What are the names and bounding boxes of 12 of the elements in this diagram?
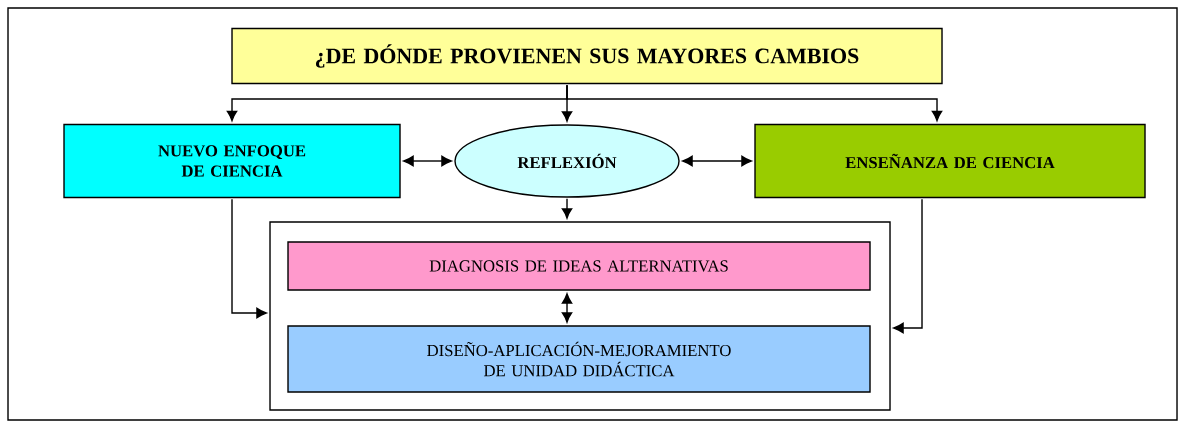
- arrow: [893, 198, 923, 334]
- arrow: [403, 155, 452, 167]
- arrow: [231, 198, 267, 319]
- arrow: [682, 155, 752, 167]
- process-box: ENSEÑANZA DE CIENCIA: [754, 123, 1146, 199]
- title-box: ¿DE DÓNDE PROVIENEN SUS MAYORES CAMBIOS: [231, 27, 943, 85]
- arrow: [566, 84, 943, 122]
- arrow: [561, 293, 573, 323]
- process-box: NUEVO ENFOQUE DE CIENCIA: [63, 123, 401, 199]
- process-box: DIAGNOSIS DE IDEAS ALTERNATIVAS: [287, 241, 871, 291]
- process-box: DISEÑO-APLICACIÓN-MEJORAMIENTO DE UNIDAD DIDÁCTICA: [287, 325, 871, 393]
- arrow: [561, 198, 573, 219]
